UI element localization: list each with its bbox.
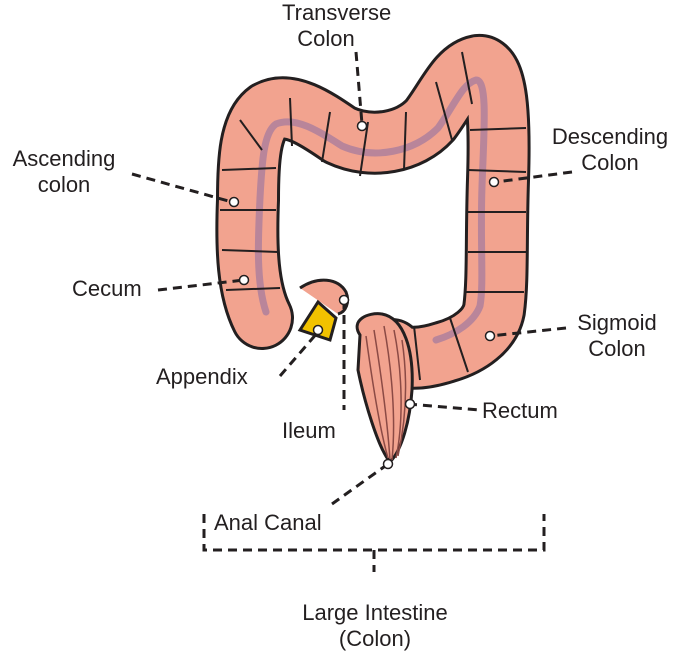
ileum-shape	[299, 278, 350, 316]
leader-lines	[131, 51, 573, 506]
marker-cecum	[238, 274, 250, 286]
label-ascending-colon: Ascending colon	[2, 146, 126, 198]
label-sigmoid-line1: Sigmoid	[577, 310, 657, 335]
label-descending-line1: Descending	[551, 124, 669, 149]
label-cecum: Cecum	[72, 276, 142, 301]
label-transverse-colon: Transverse Colon	[282, 0, 392, 52]
label-sigmoid-colon: Sigmoid Colon	[562, 310, 672, 362]
marker-appendix	[312, 324, 324, 336]
marker-transverse	[356, 120, 368, 132]
label-ileum: Ileum	[282, 418, 336, 443]
marker-ascending	[228, 196, 240, 208]
marker-descending	[488, 176, 500, 188]
colon-tube	[215, 34, 531, 390]
label-descending-colon: Descending Colon	[540, 124, 680, 176]
label-appendix: Appendix	[156, 364, 248, 389]
rectum-shape	[355, 312, 414, 465]
marker-sigmoid	[484, 330, 496, 342]
label-transverse-line1: Transverse	[282, 0, 392, 25]
label-descending-line2: Colon	[581, 150, 639, 175]
label-transverse-line2: Colon	[297, 26, 355, 51]
label-large-intestine-line2: (Colon)	[338, 626, 412, 651]
appendix-shape	[297, 299, 338, 342]
label-large-intestine-line1: Large Intestine	[302, 600, 448, 625]
label-large-intestine: Large Intestine (Colon)	[270, 600, 480, 652]
marker-anal-canal	[382, 458, 394, 470]
large-intestine-bracket	[202, 514, 546, 572]
label-sigmoid-line2: Colon	[588, 336, 646, 361]
label-markers	[228, 120, 500, 470]
haustra-lines	[220, 51, 527, 381]
label-ascending-line2: colon	[37, 172, 91, 197]
marker-ileum	[338, 294, 350, 306]
label-rectum: Rectum	[482, 398, 558, 423]
marker-rectum	[404, 398, 416, 410]
label-ascending-line1: Ascending	[12, 146, 116, 171]
label-anal-canal: Anal Canal	[214, 510, 322, 535]
